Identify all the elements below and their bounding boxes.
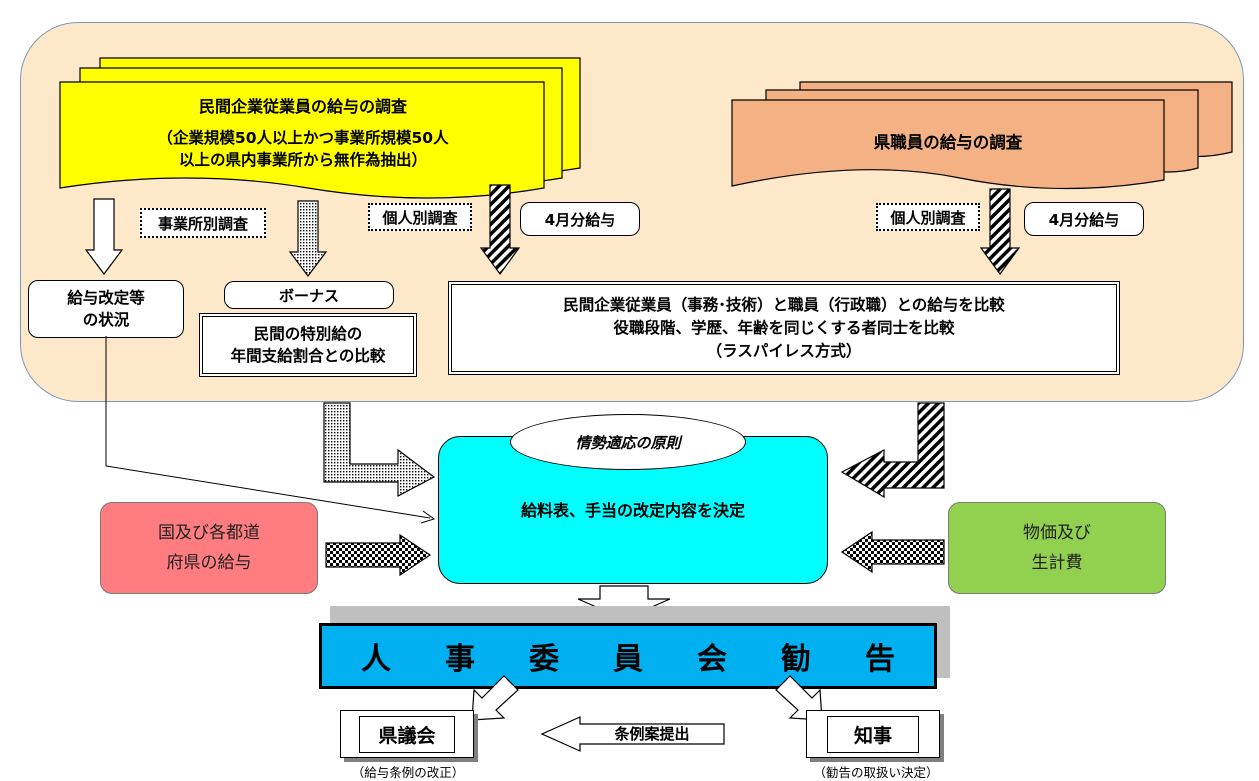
governor-box: 知事 [806,710,940,758]
recommendation-char: 勧 [781,642,811,677]
individual-survey-label-left: 個人別調査 [368,203,472,231]
establishment-survey-label: 事業所別調査 [140,208,266,238]
salary-comparison-line1: 民間企業従業員（事務･技術）と職員（行政職）との給与を比較 [563,295,1005,314]
revision-status-line2: の状況 [82,311,130,329]
private-survey-document [59,57,581,199]
staff-survey-document [731,81,1233,190]
national-salary-box: 国及び各都道 府県の給与 [100,502,318,594]
assembly-note: （給与条例の改正） [351,765,465,780]
prices-line2: 生計費 [1031,553,1083,573]
governor-note: （勧告の取扱い決定） [813,765,939,780]
recommendation-bar: 人 事 委 員 会 勧 告 [319,623,937,689]
revision-status-line1: 給与改定等 [67,289,145,307]
right-arrow-checker [325,533,432,577]
private-survey-scope-line1: （企業規模50人以上かつ事業所規模50人 [157,129,449,147]
arrow-to-assembly [471,675,519,721]
assembly-box: 県議会 [340,710,474,758]
salary-comparison-line3: （ラスパイレス方式） [706,341,862,360]
bonus-comparison-box: 民間の特別給の 年間支給割合との比較 [199,313,417,377]
revision-status-box: 給与改定等 の状況 [28,280,184,338]
decision-text: 給料表、手当の改定内容を決定 [520,501,745,520]
prices-box: 物価及び 生計費 [948,502,1166,594]
bill-submission-arrow [540,716,725,752]
prices-line1: 物価及び [1023,523,1091,543]
salary-comparison-box: 民間企業従業員（事務･技術）と職員（行政職）との給与を比較 役職段階、学歴、年齢… [448,281,1120,375]
recommendation-char: 員 [613,642,643,677]
bent-arrow-striped [840,402,945,498]
bonus-label: ボーナス [224,281,394,309]
national-line1: 国及び各都道 [158,523,260,543]
recommendation-char: 委 [529,642,559,677]
bill-submission-label: 条例案提出 [614,725,690,743]
private-survey-scope-line2: 以上の県内事業所から無作為抽出） [178,151,427,169]
principle-ellipse: 情勢適応の原則 [510,414,746,470]
private-survey-title: 民間企業従業員の給与の調査 [198,97,407,116]
down-arrow-striped-right [979,188,1021,276]
recommendation-char: 人 [361,642,391,677]
down-arrow-dotted [288,200,328,277]
bonus-comparison-line1: 民間の特別給の [253,325,363,343]
bent-arrow-dotted [323,402,436,497]
recommendation-char: 会 [697,642,727,677]
individual-survey-label-right: 個人別調査 [876,203,980,231]
assembly-label: 県議会 [359,715,455,753]
april-pay-label-right: 4月分給与 [1024,202,1144,236]
staff-survey-title: 県職員の給与の調査 [873,133,1023,152]
national-line2: 府県の給与 [166,553,252,573]
connector-line [105,336,436,524]
bonus-comparison-line2: 年間支給割合との比較 [230,347,386,365]
salary-comparison-line2: 役職段階、学歴、年齢を同じくする者同士を比較 [613,318,955,337]
down-arrow-plain [84,198,124,275]
recommendation-char: 告 [865,642,895,677]
recommendation-char: 事 [445,642,475,677]
down-arrow-striped-left [479,184,521,276]
april-pay-label-left: 4月分給与 [520,202,640,236]
left-arrow-checker [840,530,945,574]
governor-label: 知事 [826,715,919,753]
